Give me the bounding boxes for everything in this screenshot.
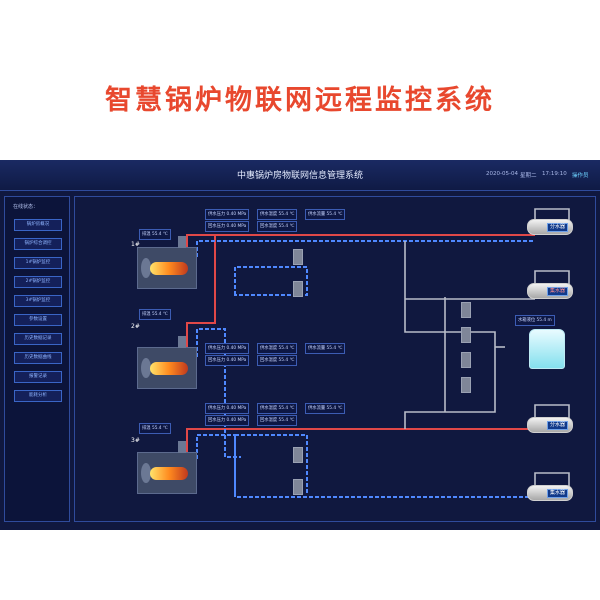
boiler-1-supply-flow: 供水流量 55.4 ℃ [305, 209, 346, 220]
flame-icon [150, 467, 188, 480]
sidebar-item-energy[interactable]: 能耗分析 [14, 390, 62, 402]
boiler-1[interactable] [137, 236, 197, 289]
sidebar-title: 在线状态： [13, 204, 39, 210]
return-loop-1 [234, 266, 308, 296]
flame-icon [150, 262, 188, 275]
sidebar-item-alarms[interactable]: 报警记录 [14, 371, 62, 383]
boiler-3-return-temp: 回水温度 55.4 ℃ [257, 415, 298, 426]
pump-icon[interactable] [461, 302, 471, 318]
pump-icon[interactable] [461, 327, 471, 343]
title-bar: 中惠锅炉房物联网信息管理系统 2020-05-04 星期二 17:19:10 操… [0, 160, 600, 191]
boiler-2-exhaust: 排温 55.4 ℃ [139, 309, 171, 320]
boiler-3-exhaust: 排温 55.4 ℃ [139, 423, 171, 434]
collector-tank-1[interactable]: 集水器 [527, 283, 573, 299]
pump-icon[interactable] [293, 479, 303, 495]
sidebar-item-boiler1[interactable]: 1#锅炉监控 [14, 257, 62, 269]
supply-pipe-1 [186, 234, 535, 247]
boiler-1-return-pressure: 回水压力 0.40 MPa [205, 221, 250, 232]
burner-door-icon [141, 258, 151, 278]
pump-icon[interactable] [293, 249, 303, 265]
boiler-1-supply-pressure: 供水压力 0.40 MPa [205, 209, 250, 220]
boiler-3-supply-temp: 供水温度 55.4 ℃ [257, 403, 298, 414]
collector-2-label: 集水器 [546, 489, 568, 498]
water-tank-icon[interactable] [529, 329, 565, 369]
sidebar-item-overview[interactable]: 锅炉房概况 [14, 219, 62, 231]
boiler-3-label: 3# [131, 437, 140, 444]
boiler-2-label: 2# [131, 323, 140, 330]
water-pipe-main [404, 241, 496, 429]
chimney-icon [178, 236, 186, 248]
flame-icon [150, 362, 188, 375]
boiler-1-label: 1# [131, 241, 140, 248]
return-pipe-1 [196, 240, 535, 257]
boiler-1-supply-temp: 供水温度 55.4 ℃ [257, 209, 298, 220]
return-loop-3 [234, 434, 308, 495]
burner-door-icon [141, 463, 151, 483]
boiler-2-supply-pressure: 供水压力 0.40 MPa [205, 343, 250, 354]
boiler-3[interactable] [137, 441, 197, 494]
return-pipe-3 [196, 434, 535, 498]
system-title: 中惠锅炉房物联网信息管理系统 [236, 171, 363, 181]
collector-1-label: 集水器 [546, 287, 568, 296]
collector-tank-2[interactable]: 集水器 [527, 485, 573, 501]
chimney-icon [178, 336, 186, 348]
supply-pipe-3 [186, 428, 535, 452]
banner-title: 智慧锅炉物联网远程监控系统 [105, 85, 495, 116]
header-date: 2020-05-04 [486, 171, 518, 177]
boiler-3-supply-pressure: 供水压力 0.40 MPa [205, 403, 250, 414]
boiler-1-exhaust: 排温 55.4 ℃ [139, 229, 171, 240]
process-diagram: 1# 排温 55.4 ℃ 供水压力 0.40 MPa 供水温度 55.4 ℃ 供… [74, 196, 596, 522]
header-weekday: 星期二 [520, 173, 537, 179]
distributor-1-label: 分水器 [546, 223, 568, 232]
scada-screen: 中惠锅炉房物联网信息管理系统 2020-05-04 星期二 17:19:10 操… [0, 160, 600, 530]
sidebar-item-history-curve[interactable]: 历史数据曲线 [14, 352, 62, 364]
sidebar-item-params[interactable]: 参数设置 [14, 314, 62, 326]
return-pipe-2 [196, 328, 241, 458]
header-time: 17:19:10 [542, 171, 567, 177]
pump-icon[interactable] [461, 352, 471, 368]
pump-icon[interactable] [461, 377, 471, 393]
chimney-icon [178, 441, 186, 453]
pump-icon[interactable] [293, 447, 303, 463]
boiler-2-supply-flow: 供水流量 55.4 ℃ [305, 343, 346, 354]
pump-icon[interactable] [293, 281, 303, 297]
sidebar-item-boiler3[interactable]: 3#锅炉监控 [14, 295, 62, 307]
boiler-2-return-pressure: 回水压力 0.40 MPa [205, 355, 250, 366]
pipe-network [186, 208, 570, 498]
sidebar-item-history-data[interactable]: 历史数据记录 [14, 333, 62, 345]
supply-pipe-2 [186, 235, 216, 347]
tank-connect-2 [534, 270, 570, 285]
water-tank-level: 水箱液位 55.4 m [515, 315, 555, 326]
distributor-2-label: 分水器 [546, 421, 568, 430]
tank-connect-4 [534, 472, 570, 487]
sidebar-item-control[interactable]: 锅炉综合调控 [14, 238, 62, 250]
header-user[interactable]: 操作员 [572, 173, 589, 179]
boiler-3-supply-flow: 供水流量 55.4 ℃ [305, 403, 346, 414]
distributor-tank-2[interactable]: 分水器 [527, 417, 573, 433]
boiler-2-return-temp: 回水温度 55.4 ℃ [257, 355, 298, 366]
sidebar-item-boiler2[interactable]: 2#锅炉监控 [14, 276, 62, 288]
tank-connect-1 [534, 208, 570, 221]
tank-connect-3 [534, 404, 570, 419]
sidebar: 在线状态： 锅炉房概况 锅炉综合调控 1#锅炉监控 2#锅炉监控 3#锅炉监控 … [4, 196, 70, 522]
boiler-2[interactable] [137, 336, 197, 389]
boiler-3-return-pressure: 回水压力 0.40 MPa [205, 415, 250, 426]
burner-door-icon [141, 358, 151, 378]
distributor-tank-1[interactable]: 分水器 [527, 219, 573, 235]
boiler-1-return-temp: 回水温度 55.4 ℃ [257, 221, 298, 232]
boiler-2-supply-temp: 供水温度 55.4 ℃ [257, 343, 298, 354]
